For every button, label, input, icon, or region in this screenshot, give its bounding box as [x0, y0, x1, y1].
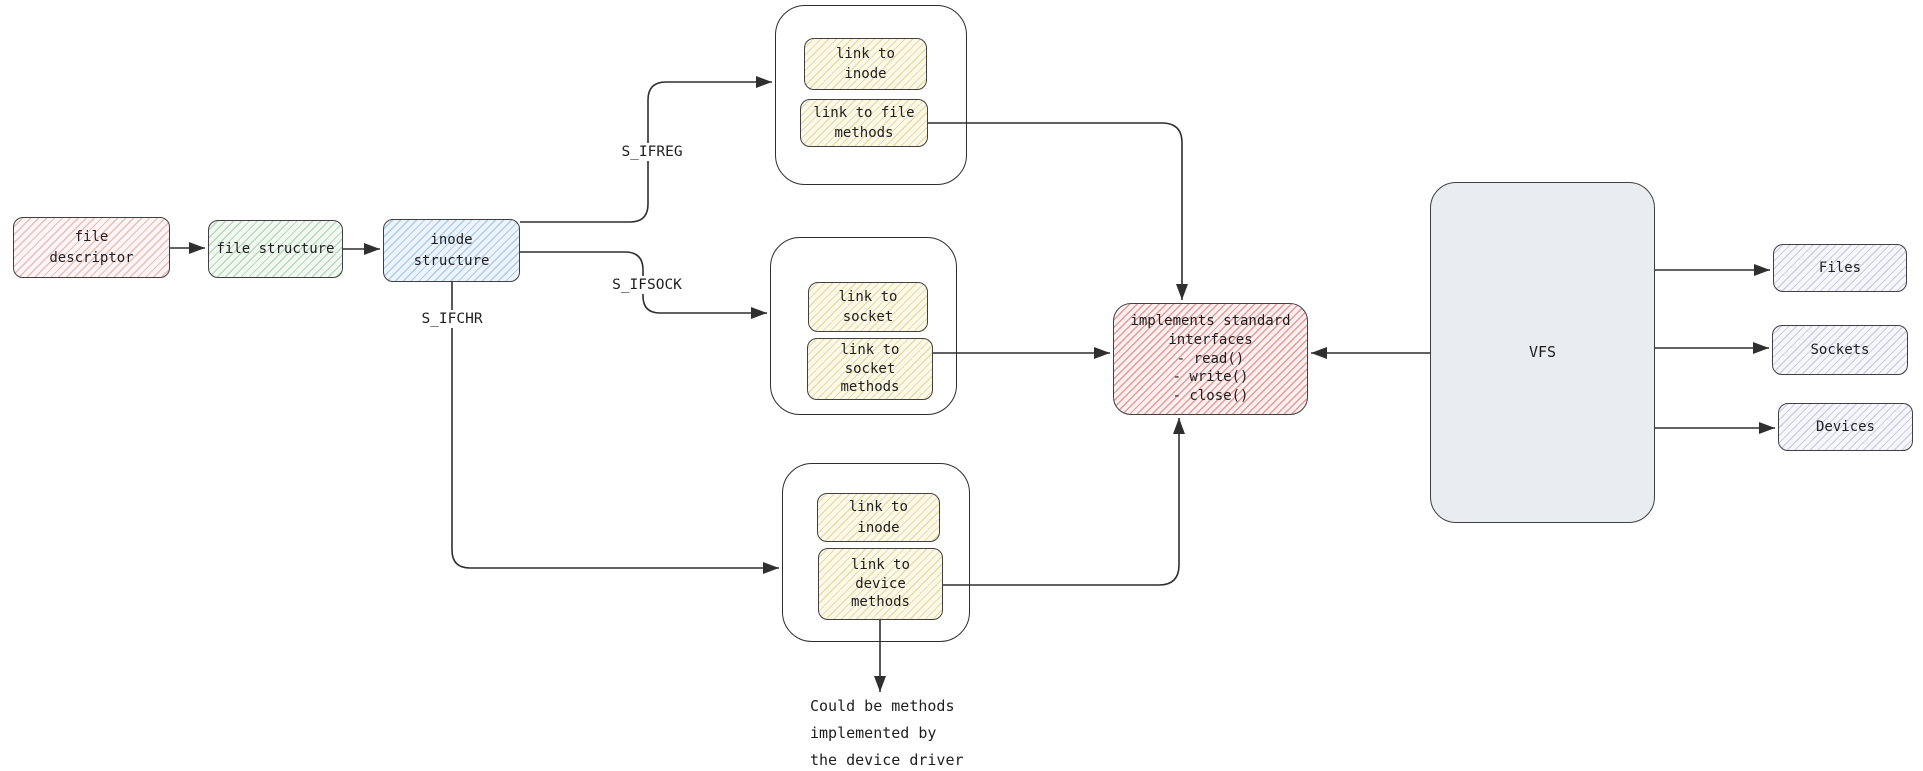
- edge-label-s-ifsock: S_IFSOCK: [595, 276, 699, 294]
- node-link-to-socket-methods: link to socket methods: [807, 338, 933, 400]
- node-link-to-device-methods: link to device methods: [818, 548, 943, 620]
- node-sockets: Sockets: [1772, 325, 1908, 375]
- node-implements-interfaces: implements standard interfaces - read() …: [1113, 303, 1308, 415]
- node-file-structure: file structure: [208, 220, 343, 278]
- file-descriptor-label: file descriptor: [49, 229, 134, 266]
- node-file-descriptor: file descriptor: [13, 217, 170, 278]
- node-vfs: VFS: [1430, 182, 1655, 523]
- edge-label-s-ifchr: S_IFCHR: [400, 310, 504, 328]
- edge-label-s-ifreg: S_IFREG: [600, 143, 704, 161]
- sockets-label: Sockets: [1810, 341, 1870, 358]
- node-link-to-inode-file: link to inode: [804, 38, 927, 90]
- edge-device-methods-to-implements: [943, 418, 1185, 586]
- files-label: Files: [1818, 259, 1862, 276]
- link-to-socket-label: link to socket: [838, 288, 898, 325]
- vfs-label: VFS: [1528, 342, 1557, 361]
- node-link-to-socket: link to socket: [808, 282, 928, 332]
- implements-interfaces-label: implements standard interfaces - read() …: [1130, 312, 1291, 405]
- link-to-file-methods-label: link to file methods: [813, 104, 915, 141]
- inode-structure-label: inode structure: [413, 232, 490, 269]
- node-inode-structure: inode structure: [383, 219, 520, 282]
- note-device-driver: Could be methods implemented by the devi…: [810, 697, 964, 769]
- file-structure-label: file structure: [216, 240, 335, 257]
- link-to-inode-file-label: link to inode: [835, 45, 895, 82]
- group-regular-file: [775, 5, 967, 185]
- node-devices: Devices: [1778, 403, 1913, 451]
- devices-label: Devices: [1815, 418, 1875, 435]
- link-to-socket-methods-label: link to socket methods: [840, 341, 900, 396]
- node-files: Files: [1773, 244, 1907, 292]
- node-link-to-file-methods: link to file methods: [800, 99, 928, 147]
- link-to-device-methods-label: link to device methods: [850, 556, 910, 611]
- link-to-inode-device-label: link to inode: [848, 499, 908, 536]
- node-link-to-inode-device: link to inode: [817, 493, 940, 542]
